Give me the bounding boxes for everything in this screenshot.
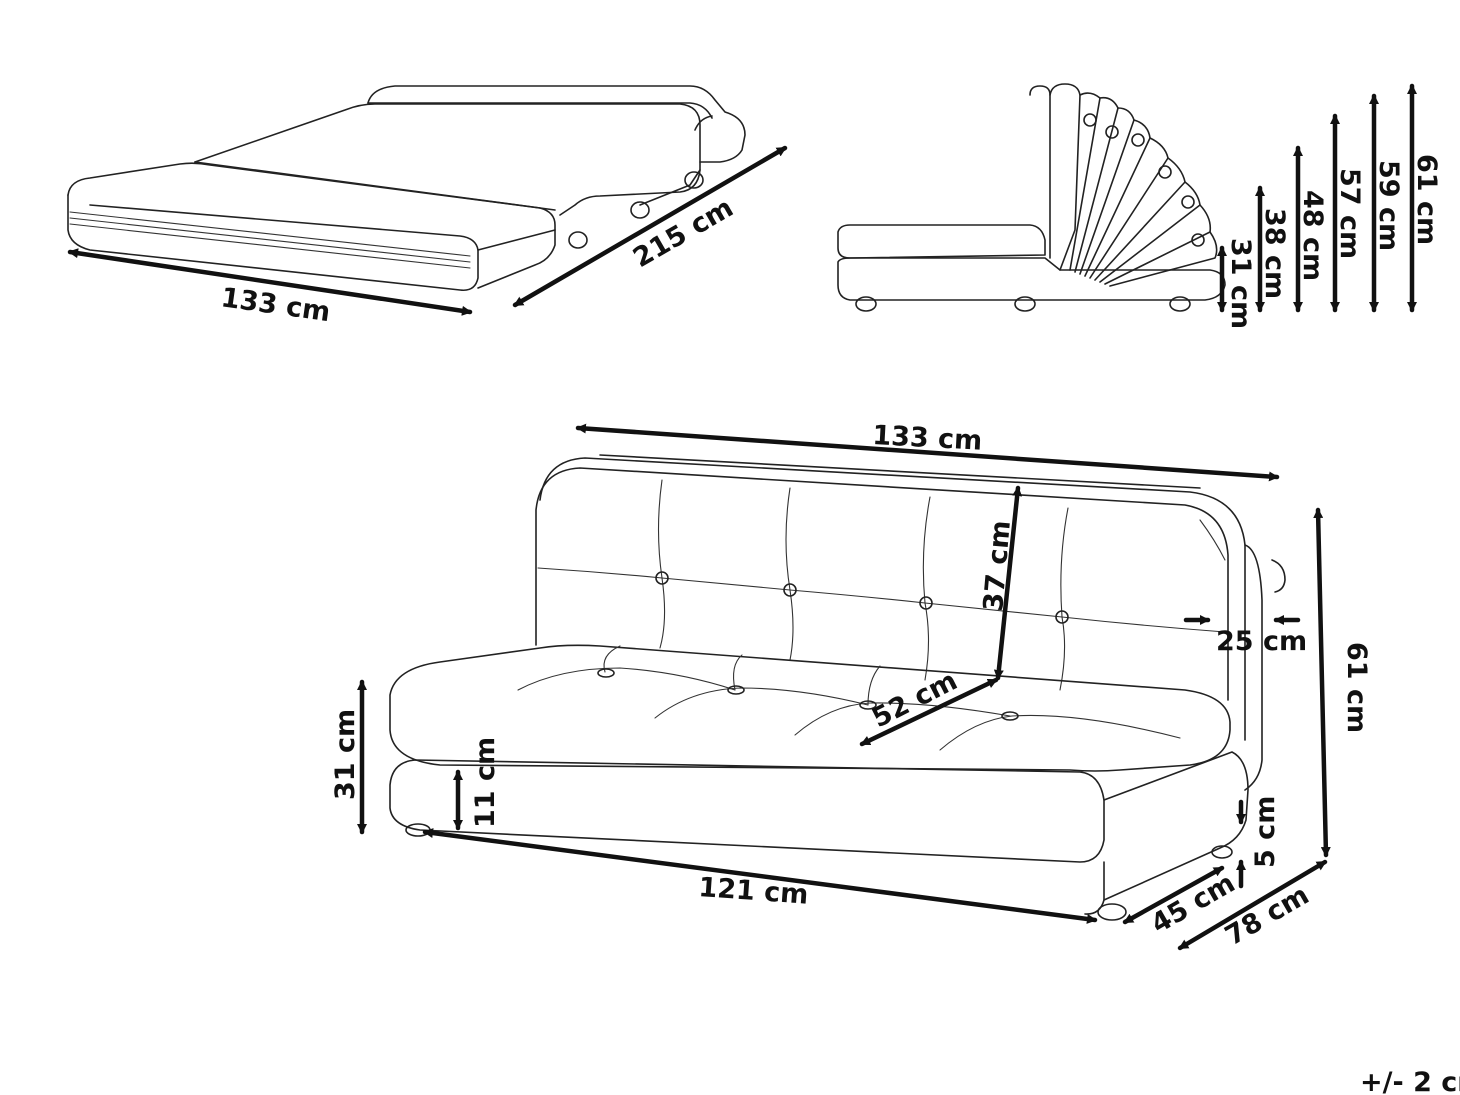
recline-height-label-2: 38 cm bbox=[1259, 208, 1290, 299]
sofa-base-height-label: 11 cm bbox=[470, 737, 501, 828]
tolerance-note: +/- 2 cm bbox=[1360, 1067, 1460, 1095]
recline-height-label-3: 48 cm bbox=[1297, 190, 1328, 281]
bed-width-dimension: 133 cm bbox=[67, 248, 473, 328]
sofa-seat-height-label: 31 cm bbox=[330, 709, 361, 800]
sofa-back-thickness-label: 25 cm bbox=[1216, 626, 1307, 657]
recline-height-label-4: 57 cm bbox=[1334, 168, 1365, 259]
recline-height-dimensions: 31 cm 38 cm 48 cm 57 cm 59 cm 61 cm bbox=[1217, 83, 1442, 329]
recline-height-label-1: 31 cm bbox=[1225, 238, 1256, 329]
recline-height-label-6: 61 cm bbox=[1411, 154, 1442, 245]
sofa-total-width-label: 133 cm bbox=[872, 420, 983, 457]
sofa-back-height-label: 37 cm bbox=[978, 519, 1017, 612]
sofa-seat-depth-label: 52 cm bbox=[867, 665, 962, 734]
sofa-leg-height-label: 5 cm bbox=[1250, 796, 1281, 868]
sofa-outline bbox=[389, 454, 1286, 921]
sofa-seat-width-label: 121 cm bbox=[698, 872, 810, 911]
sofa-total-height-label: 61 cm bbox=[1341, 642, 1372, 733]
recline-outline bbox=[837, 83, 1226, 312]
recline-height-label-5: 59 cm bbox=[1373, 160, 1404, 251]
